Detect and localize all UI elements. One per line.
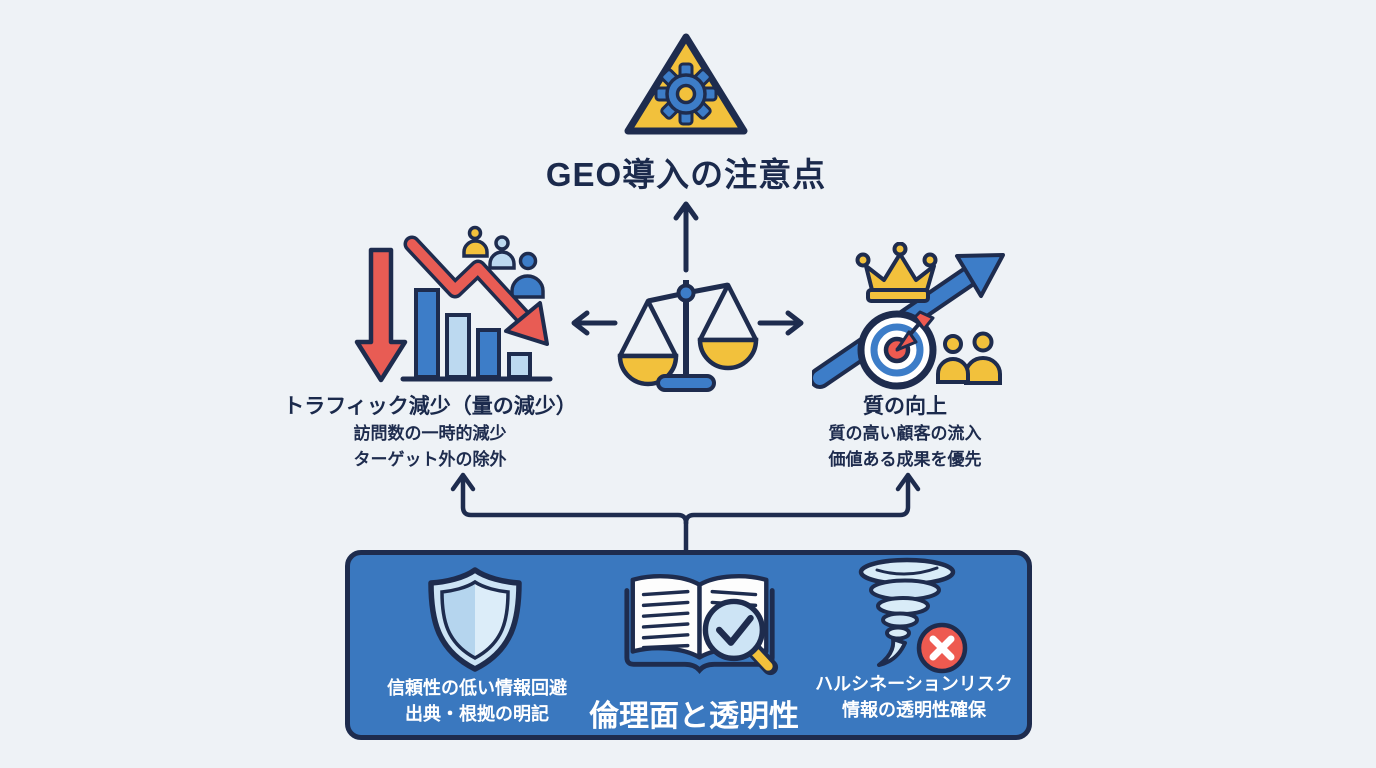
up-arrow-icon: [673, 201, 699, 273]
panel-left-item-line: 出典・根拠の明記: [405, 704, 549, 724]
traffic-decline-icon: [354, 225, 553, 383]
bar-chart-icon: [400, 288, 553, 382]
crown-icon: [855, 242, 938, 303]
gear-icon: [654, 62, 718, 126]
target-icon: [857, 310, 937, 390]
panel-right-item: ハルシネーションリスク 情報の透明性確保: [790, 671, 1038, 723]
magnifier-icon: [702, 598, 779, 676]
left-arrow-icon: [571, 310, 618, 336]
balance-scale-icon: [571, 201, 804, 392]
shield-icon: [428, 567, 522, 672]
error-x-badge-icon: [916, 622, 968, 674]
left-branch-title: トラフィック減少（量の減少）: [283, 395, 577, 418]
panel-left-item: 信頼性の低い情報回避 出典・根拠の明記: [352, 675, 602, 727]
right-arrow-icon: [757, 310, 804, 336]
branch-connector-arrows: [450, 472, 921, 557]
warning-triangle-gear-icon: [624, 33, 748, 135]
right-branch-details: 質の高い顧客の流入 価値ある成果を優先: [745, 421, 1065, 473]
tornado-icon: [858, 557, 968, 674]
panel-left-item-line: 信頼性の低い情報回避: [387, 678, 567, 698]
right-branch-detail-line: 質の高い顧客の流入: [828, 424, 982, 443]
panel-title: 倫理面と透明性: [589, 700, 799, 733]
customers-icon: [936, 331, 1002, 385]
ethics-panel: 信頼性の低い情報回避 出典・根拠の明記 倫理面と透明性 ハルシネーションリスク …: [345, 550, 1032, 740]
right-branch-title: 質の向上: [863, 395, 947, 418]
page-title: GEO導入の注意点: [545, 156, 827, 193]
panel-right-item-line: 情報の透明性確保: [842, 700, 986, 720]
left-branch-details: 訪問数の一時的減少 ターゲット外の除外: [270, 421, 590, 473]
book-magnifier-icon: [624, 574, 779, 676]
left-branch-detail-line: ターゲット外の除外: [353, 450, 507, 469]
panel-right-item-line: ハルシネーションリスク: [815, 674, 1013, 694]
quality-improvement-icon: [812, 242, 1005, 390]
right-branch-detail-line: 価値ある成果を優先: [828, 450, 982, 469]
declining-trend-arrow-icon: [403, 235, 549, 346]
left-branch-detail-line: 訪問数の一時的減少: [353, 424, 507, 443]
visitors-icon: [462, 225, 545, 299]
down-arrow-icon: [354, 247, 408, 383]
